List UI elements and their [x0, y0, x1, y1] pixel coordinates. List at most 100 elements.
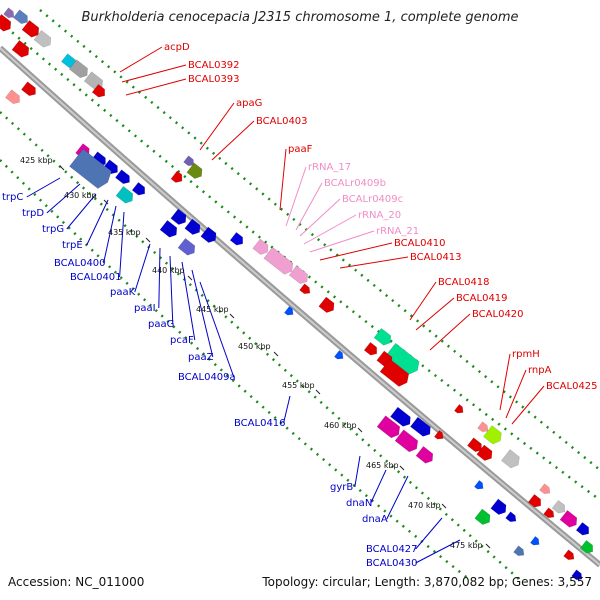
gene-arrow: [183, 155, 195, 167]
leader-line: [415, 297, 455, 331]
kbp-tick-mark: [273, 351, 279, 357]
gene-arrow: [91, 84, 105, 98]
kbp-tick-mark: [485, 543, 491, 549]
leader-line: [319, 242, 393, 261]
kbp-tick-mark: [103, 199, 109, 205]
kbp-tick-label: 445 kbp: [196, 305, 229, 314]
kbp-tick-label: 460 kbp: [324, 421, 357, 430]
kbp-tick-mark: [145, 237, 151, 243]
gene-arrow: [394, 429, 419, 453]
leader-line: [303, 214, 357, 245]
kbp-tick-label: 475 kbp: [450, 541, 483, 550]
leader-line: [66, 193, 97, 230]
kbp-tick-label: 425 kbp: [20, 156, 53, 165]
leader-line: [134, 243, 151, 293]
gene-arrow: [184, 218, 201, 235]
gene-label-reverse: dnaN: [346, 498, 372, 509]
gene-arrow: [474, 508, 491, 525]
gene-label-forward: BCAL0393: [188, 74, 240, 85]
gene-label-reverse: paaK: [110, 287, 136, 298]
leader-line: [299, 198, 341, 237]
gene-arrow: [551, 500, 565, 514]
gene-arrow: [0, 13, 12, 32]
gene-label-reverse: trpC: [2, 192, 23, 203]
gene-arrow: [474, 480, 484, 490]
gene-label-rrna: rRNA_20: [358, 210, 401, 221]
gene-arrow: [376, 415, 401, 439]
gene-label-rrna: rRNA_17: [308, 162, 351, 173]
gene-label-forward: paaF: [288, 144, 313, 155]
gene-arrow: [505, 511, 517, 523]
leader-line: [46, 183, 81, 214]
gene-arrow: [229, 232, 243, 246]
gene-label-rrna: BCALr0409b: [324, 178, 386, 189]
gene-label-forward: rnpA: [528, 365, 552, 376]
gene-arrow: [467, 437, 482, 453]
gene-label-reverse: dnaA: [362, 514, 388, 525]
gene-label-rrna: BCALr0409c: [342, 194, 403, 205]
label-leaders: [26, 46, 545, 564]
gene-arrow: [559, 509, 578, 528]
kbp-tick-label: 430 kbp: [64, 191, 97, 200]
kbp-tick-label: 455 kbp: [282, 381, 315, 390]
gene-arrow: [13, 9, 28, 25]
leader-line: [26, 177, 61, 198]
gene-label-reverse: trpD: [22, 208, 44, 219]
gene-arrow: [263, 246, 294, 275]
kbp-tick-mark: [441, 503, 447, 509]
leader-line: [103, 205, 117, 264]
gene-arrow: [527, 494, 541, 508]
accession-text: Accession: NC_011000: [8, 575, 145, 589]
gene-arrow: [115, 185, 134, 204]
leader-line: [119, 211, 125, 278]
gene-label-forward: apaG: [236, 98, 262, 109]
leader-line: [354, 455, 361, 488]
dotted-guide: [0, 111, 521, 581]
backbone-highlight: [0, 47, 600, 566]
gene-arrow: [11, 39, 30, 58]
gene-arrow: [543, 507, 555, 519]
chromosome-backbone: [0, 45, 600, 568]
gene-arrow: [200, 226, 217, 243]
genome-summary: Topology: circular; Length: 3,870,082 bp…: [262, 575, 592, 589]
gene-arrow: [579, 540, 593, 554]
gene-label-reverse: BCAL0416: [234, 418, 286, 429]
gene-arrow: [379, 358, 410, 387]
gene-labels: acpDBCAL0392BCAL0393apaGBCAL0403paaFBCAL…: [2, 42, 598, 569]
gene-label-rrna: rRNA_21: [376, 226, 419, 237]
gene-arrow: [3, 7, 15, 19]
gene-arrow: [477, 421, 489, 433]
gene-label-reverse: BCAL0430: [366, 558, 418, 569]
leader-line: [511, 385, 545, 425]
dotted-guide: [39, 9, 600, 471]
kbp-tick-label: 450 kbp: [238, 342, 271, 351]
gene-arrow: [501, 449, 520, 469]
gene-label-forward: BCAL0413: [410, 252, 462, 263]
gene-label-reverse: pcaF: [170, 335, 194, 346]
gene-label-forward: BCAL0420: [472, 309, 524, 320]
kbp-tick-mark: [229, 313, 235, 319]
leader-line: [199, 102, 235, 151]
leader-line: [119, 46, 163, 73]
gene-label-reverse: paaG: [148, 319, 174, 330]
kbp-tick-mark: [357, 427, 363, 433]
gene-arrow: [539, 483, 551, 495]
gene-arrow: [299, 283, 311, 295]
gene-label-reverse: trpG: [42, 224, 64, 235]
gene-label-forward: BCAL0403: [256, 116, 308, 127]
gene-arrow: [170, 170, 183, 183]
gene-label-forward: BCAL0410: [394, 238, 446, 249]
gene-arrow: [363, 342, 377, 356]
leader-line: [505, 369, 527, 419]
gene-features: [0, 7, 593, 581]
dotted-guides: [0, 9, 600, 581]
kbp-tick-mark: [59, 165, 65, 171]
kbp-tick-label: 470 kbp: [408, 501, 441, 510]
gene-arrow: [21, 81, 36, 97]
gene-arrow: [434, 430, 444, 440]
gene-arrow: [159, 219, 178, 238]
leader-line: [279, 148, 287, 211]
gene-arrow: [68, 59, 88, 79]
gene-arrow: [186, 162, 203, 179]
